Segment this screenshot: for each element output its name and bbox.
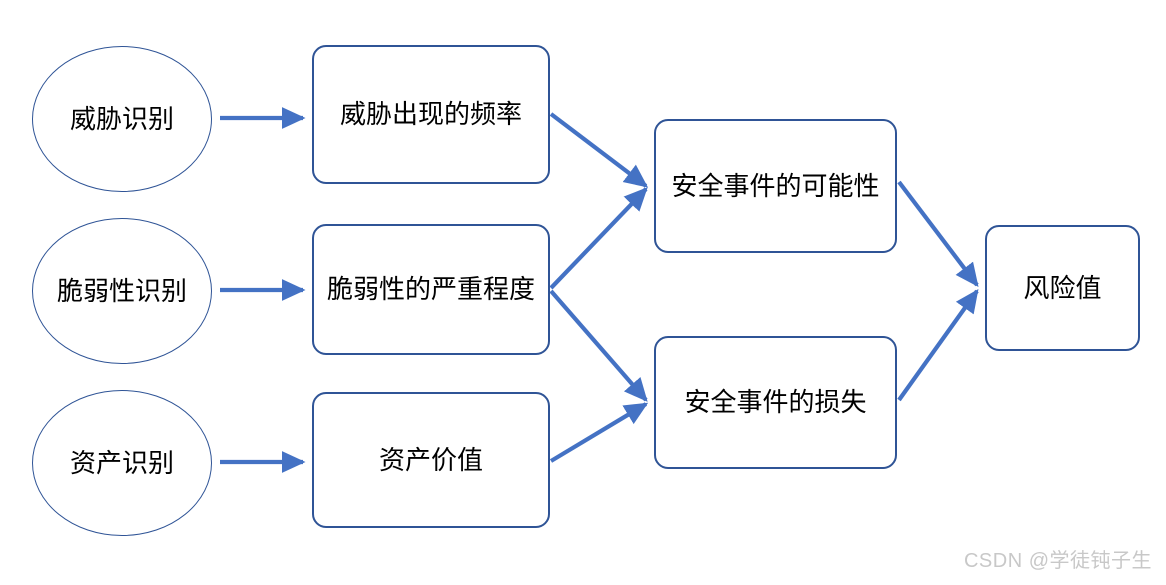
node-incident-likelihood[interactable]: 安全事件的可能性 bbox=[654, 119, 897, 253]
node-label-threat-frequency: 威胁出现的频率 bbox=[339, 99, 522, 130]
node-label-threat-identification: 威胁识别 bbox=[69, 103, 174, 134]
node-vulnerability-severity[interactable]: 脆弱性的严重程度 bbox=[312, 224, 550, 355]
node-asset-identification[interactable]: 资产识别 bbox=[32, 390, 212, 536]
edge-severity-to-likelihood bbox=[549, 187, 648, 290]
node-label-asset-value: 资产价值 bbox=[378, 444, 483, 475]
node-label-incident-likelihood: 安全事件的可能性 bbox=[671, 170, 880, 201]
node-label-vulnerability-severity: 脆弱性的严重程度 bbox=[326, 274, 535, 305]
node-vulnerability-identification[interactable]: 脆弱性识别 bbox=[32, 218, 212, 364]
node-label-risk-value: 风险值 bbox=[1023, 272, 1102, 303]
edge-value-to-loss bbox=[549, 402, 649, 463]
node-threat-identification[interactable]: 威胁识别 bbox=[32, 46, 212, 192]
watermark-text: CSDN @学徒钝子生 bbox=[963, 550, 1152, 572]
node-risk-value[interactable]: 风险值 bbox=[985, 225, 1140, 351]
node-label-vulnerability-identification: 脆弱性识别 bbox=[56, 275, 187, 306]
edge-severity-to-loss bbox=[549, 289, 648, 402]
edge-frequency-to-likelihood bbox=[549, 112, 649, 188]
edge-loss-to-risk bbox=[897, 288, 979, 402]
node-threat-frequency[interactable]: 威胁出现的频率 bbox=[312, 45, 550, 184]
node-label-asset-identification: 资产识别 bbox=[69, 447, 174, 478]
node-incident-loss[interactable]: 安全事件的损失 bbox=[654, 336, 897, 469]
node-asset-value[interactable]: 资产价值 bbox=[312, 392, 550, 528]
edge-likelihood-to-risk bbox=[897, 180, 979, 288]
node-label-incident-loss: 安全事件的损失 bbox=[684, 387, 867, 418]
